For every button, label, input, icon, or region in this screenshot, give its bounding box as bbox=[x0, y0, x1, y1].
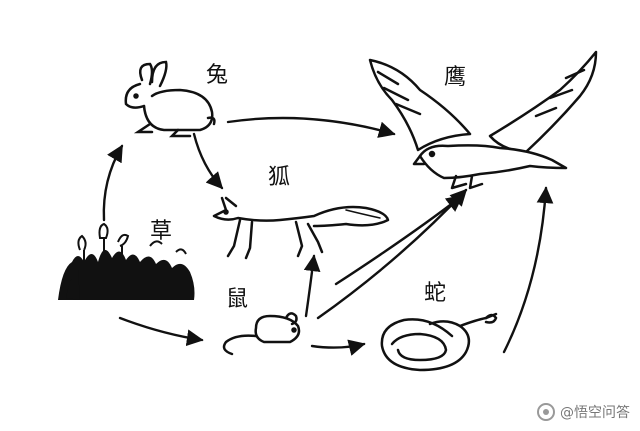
label-mouse: 鼠 bbox=[226, 287, 248, 312]
fox-illustration bbox=[212, 196, 390, 260]
snake-illustration bbox=[380, 312, 498, 372]
watermark-logo-icon bbox=[537, 403, 555, 421]
label-snake: 蛇 bbox=[424, 281, 446, 306]
arrow-grass-to-mouse bbox=[118, 316, 204, 347]
label-fox: 狐 bbox=[268, 165, 290, 190]
label-eagle: 鹰 bbox=[444, 65, 466, 90]
label-rabbit: 兔 bbox=[206, 63, 228, 88]
watermark: @悟空问答 bbox=[537, 399, 630, 425]
arrows bbox=[102, 116, 554, 356]
watermark-text: @悟空问答 bbox=[560, 405, 630, 421]
arrow-mouse-to-snake bbox=[310, 339, 366, 356]
arrow-fox-to-eagle bbox=[334, 194, 464, 286]
label-grass: 草 bbox=[150, 219, 172, 244]
mouse-illustration bbox=[222, 312, 301, 356]
eagle-illustration bbox=[368, 50, 598, 190]
grass-illustration bbox=[58, 222, 195, 300]
arrow-mouse-to-fox bbox=[303, 254, 321, 318]
rabbit-illustration bbox=[124, 60, 216, 138]
arrow-grass-to-rabbit bbox=[102, 144, 124, 222]
arrow-snake-to-eagle bbox=[502, 186, 554, 354]
arrow-rabbit-to-fox bbox=[192, 132, 224, 190]
arrow-rabbit-to-eagle bbox=[226, 116, 396, 138]
